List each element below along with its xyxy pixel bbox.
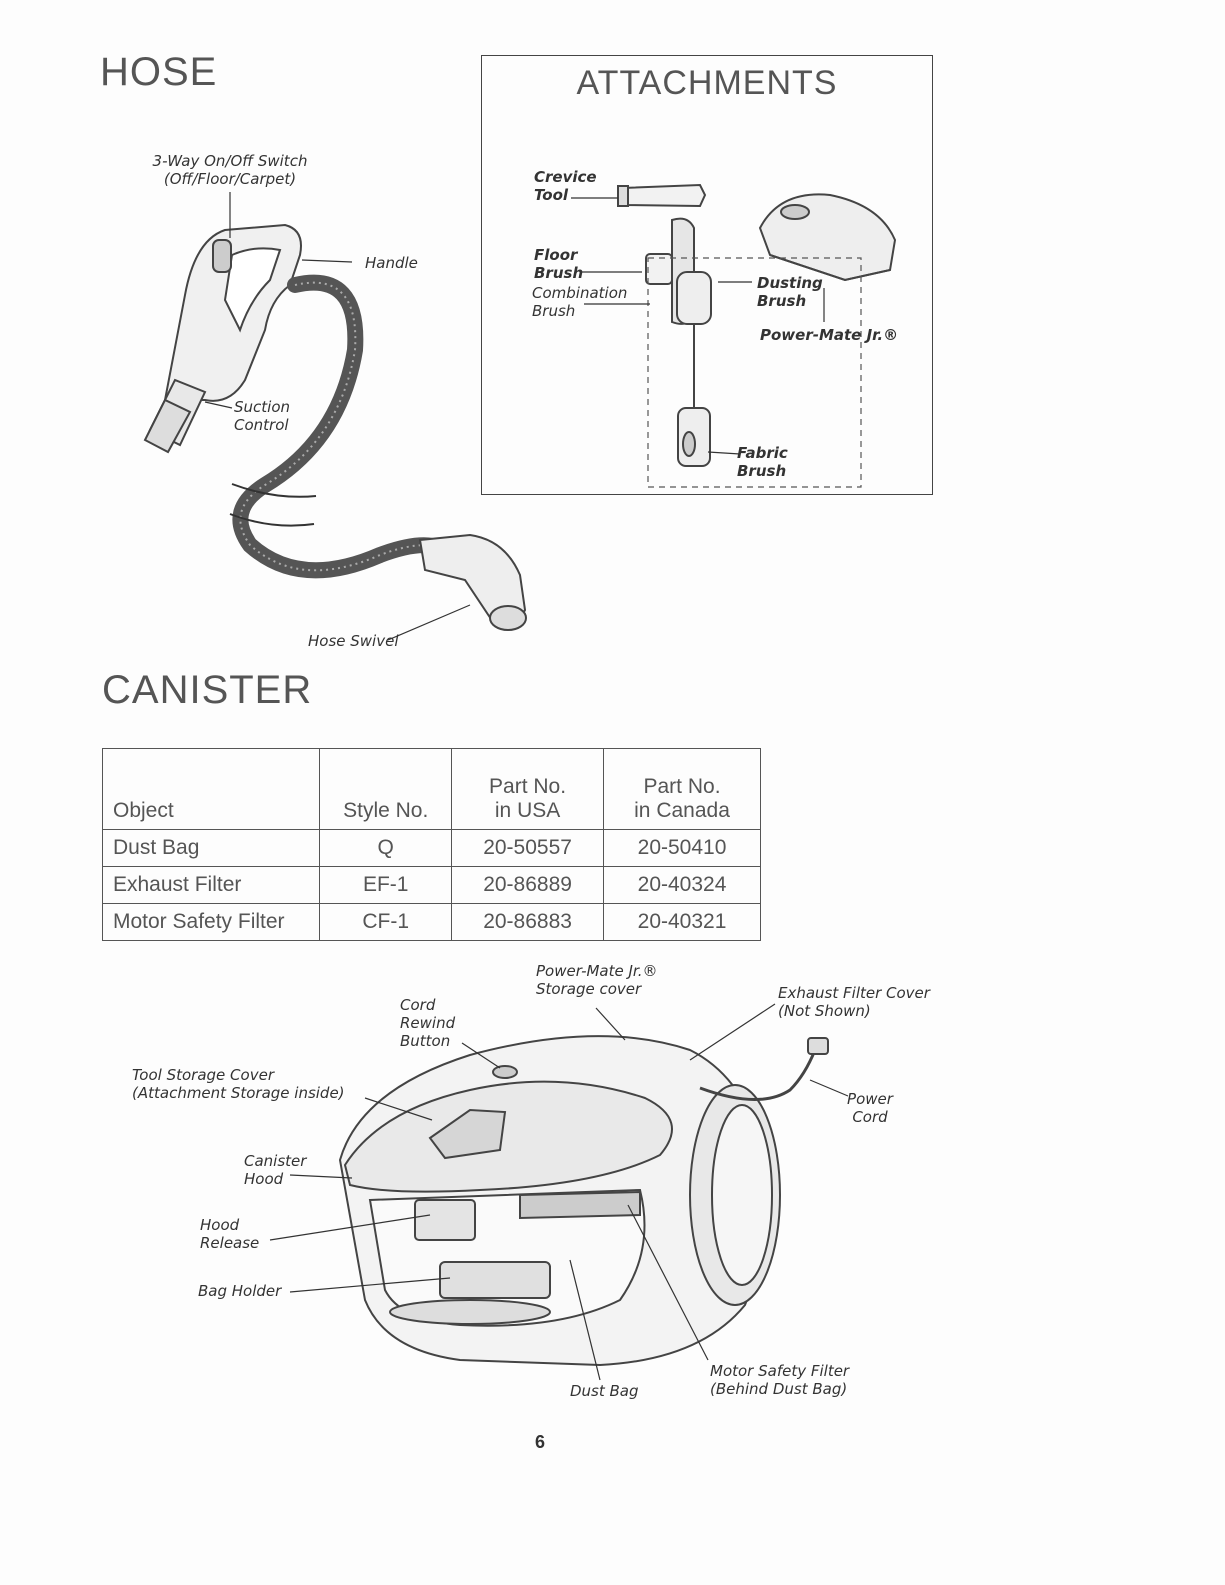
storage-cover-label: Power-Mate Jr.® Storage cover [536, 962, 658, 998]
header-part-usa: Part No. in USA [451, 748, 605, 830]
powermate-label: Power-Mate Jr.® [760, 326, 899, 344]
header-object: Object [101, 748, 321, 830]
cell-usa: 20-86889 [451, 866, 605, 904]
attachments-title: ATTACHMENTS [576, 64, 838, 102]
hose-swivel-drawing [418, 533, 527, 631]
table-row: Dust Bag Q 20-50557 20-50410 [101, 829, 761, 867]
cell-usa: 20-50557 [451, 829, 605, 867]
attachments-leader-lines [571, 197, 825, 455]
motor-safety-filter-label: Motor Safety Filter (Behind Dust Bag) [710, 1362, 850, 1398]
page-number: 6 [534, 1432, 545, 1452]
cell-canada: 20-40321 [603, 903, 761, 941]
canister-body-drawing [338, 1035, 781, 1367]
cell-object: Motor Safety Filter [101, 903, 321, 941]
cord-rewind-label: Cord Rewind Button [400, 996, 456, 1050]
suction-control-label: Suction Control [234, 398, 291, 434]
hood-release-label: Hood Release [200, 1216, 260, 1252]
hose-swivel-label: Hose Swivel [308, 632, 399, 650]
canister-hood-label: Canister Hood [244, 1152, 307, 1188]
hose-break-lines [229, 483, 317, 527]
cell-style: Q [319, 829, 453, 867]
cell-object: Dust Bag [101, 829, 321, 867]
cell-style: CF-1 [319, 903, 453, 941]
handle-label: Handle [365, 254, 418, 272]
power-cord-label: Power Cord [847, 1090, 893, 1126]
crevice-tool-drawing [617, 183, 707, 208]
exhaust-cover-label: Exhaust Filter Cover (Not Shown) [778, 984, 930, 1020]
hose-handle-drawing [143, 223, 302, 454]
parts-table: Object Style No. Part No. in USA Part No… [101, 748, 761, 941]
hose-leader-lines [204, 192, 471, 641]
dusting-brush-label: Dusting Brush [757, 274, 823, 310]
hose-coil-ribs [239, 281, 441, 572]
canister-heading: CANISTER [102, 668, 313, 712]
combination-brush-drawing [676, 271, 712, 467]
switch-label: 3-Way On/Off Switch (Off/Floor/Carpet) [152, 152, 308, 188]
dust-bag-label: Dust Bag [570, 1382, 639, 1400]
cell-canada: 20-40324 [603, 866, 761, 904]
combination-brush-label: Combination Brush [532, 284, 628, 320]
floor-brush-label: Floor Brush [534, 246, 584, 282]
cell-usa: 20-86883 [451, 903, 605, 941]
table-row: Motor Safety Filter CF-1 20-86883 20-403… [101, 903, 761, 941]
attachments-box: ATTACHMENTS [481, 55, 933, 495]
bag-holder-label: Bag Holder [198, 1282, 282, 1300]
tool-storage-label: Tool Storage Cover (Attachment Storage i… [132, 1066, 345, 1102]
fabric-brush-label: Fabric Brush [737, 444, 788, 480]
hose-heading: HOSE [100, 50, 218, 94]
crevice-tool-label: Crevice Tool [534, 168, 597, 204]
header-part-canada: Part No. in Canada [603, 748, 761, 830]
canister-leader-lines [269, 1003, 849, 1381]
power-cord-drawing [699, 1037, 829, 1101]
